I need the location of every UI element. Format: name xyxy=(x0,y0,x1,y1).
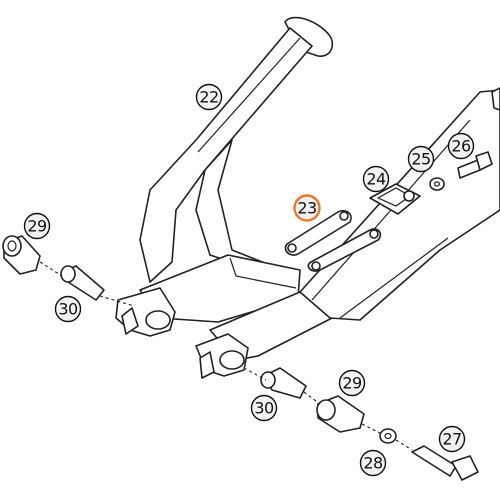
spacer-left xyxy=(60,265,105,301)
bolt-lower xyxy=(411,445,479,481)
callout-27-label: 27 xyxy=(442,430,461,449)
callout-28[interactable]: 28 xyxy=(359,449,387,477)
callout-26-label: 26 xyxy=(451,137,471,156)
callout-23[interactable]: 23 xyxy=(293,194,321,222)
callout-25-label: 25 xyxy=(411,150,430,169)
sensor-bracket xyxy=(369,183,421,215)
callout-25[interactable]: 25 xyxy=(407,145,435,173)
callout-30-left[interactable]: 30 xyxy=(54,295,82,323)
callout-30-left-label: 30 xyxy=(58,300,78,319)
callout-29-lower-label: 29 xyxy=(342,374,362,393)
assembly-line-lower-1 xyxy=(243,367,267,381)
bolt-upper xyxy=(457,151,493,179)
callout-24-label: 24 xyxy=(366,170,386,189)
callout-23-label: 23 xyxy=(297,199,316,218)
callout-30-lower-label: 30 xyxy=(254,399,274,418)
callout-22-label: 22 xyxy=(199,88,218,107)
callout-30-lower[interactable]: 30 xyxy=(250,394,278,422)
callout-22[interactable]: 22 xyxy=(195,83,223,111)
callout-23-highlight-ring xyxy=(293,194,321,222)
springs-pair xyxy=(284,209,382,272)
callout-26[interactable]: 26 xyxy=(447,132,475,160)
assembly-line-lower-4 xyxy=(395,439,413,451)
assembly-line-left-1 xyxy=(39,261,63,277)
callout-29-left[interactable]: 29 xyxy=(23,212,51,240)
callout-29-lower[interactable]: 29 xyxy=(338,369,366,397)
callout-29-left-label: 29 xyxy=(27,217,47,236)
assembly-line-lower-2 xyxy=(303,391,321,405)
washer-small xyxy=(429,177,445,191)
callout-27[interactable]: 27 xyxy=(438,425,466,453)
assembly-line-lower-3 xyxy=(361,423,383,435)
callout-24[interactable]: 24 xyxy=(362,165,390,193)
washer-lower xyxy=(379,428,397,444)
callout-28-label: 28 xyxy=(363,454,383,473)
bushing-lower xyxy=(316,395,365,433)
spacer-lower xyxy=(260,367,307,399)
bushing-left xyxy=(2,235,41,275)
